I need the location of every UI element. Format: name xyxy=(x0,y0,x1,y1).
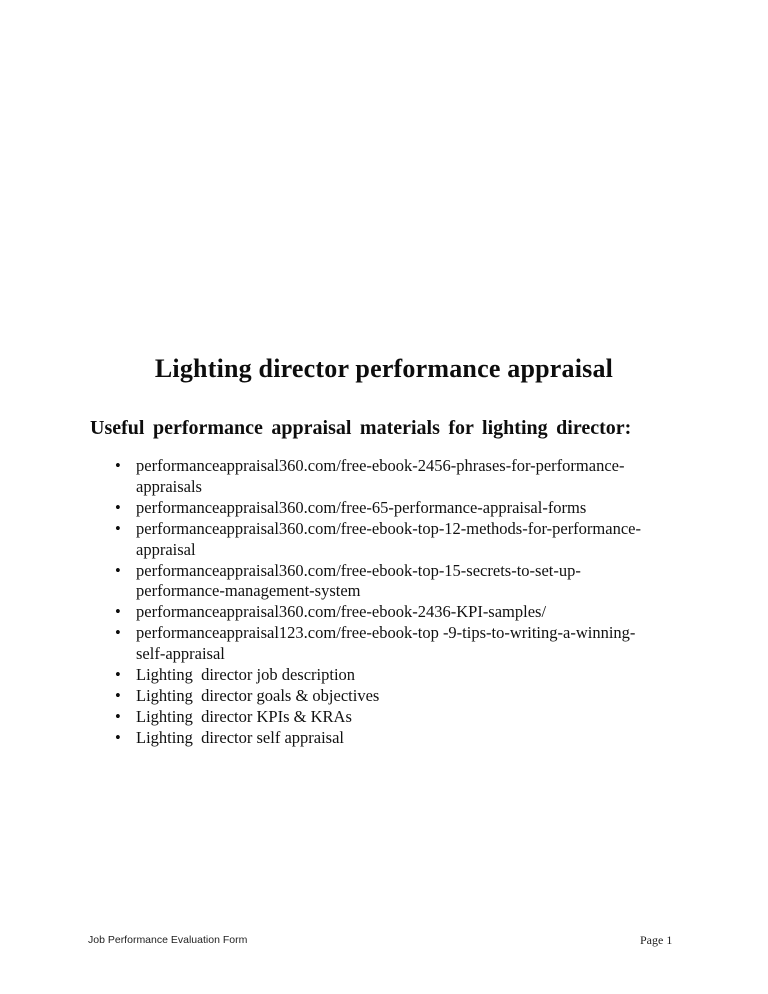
list-item: performanceappraisal360.com/free-ebook-t… xyxy=(115,518,696,561)
list-item-line: appraisal xyxy=(136,539,196,559)
list-item-line: performanceappraisal360.com/free-ebook-2… xyxy=(136,602,547,622)
list-item-line: performanceappraisal360.com/free-65-perf… xyxy=(136,497,587,517)
list-item-line: performance-management-system xyxy=(136,581,361,601)
list-item-line: Lighting director KPIs & KRAs xyxy=(136,706,352,726)
list-item-line: Lighting director self appraisal xyxy=(136,727,345,747)
list-item: performanceappraisal360.com/free-ebook-2… xyxy=(115,602,696,623)
list-item-line: Lighting director goals & objectives xyxy=(136,685,380,705)
list-item: Lighting director self appraisal xyxy=(115,727,696,749)
list-item: Lighting director job description xyxy=(115,665,696,686)
list-item-line: performanceappraisal360.com/free-ebook-t… xyxy=(136,518,641,538)
list-item-line: appraisals xyxy=(136,476,202,496)
bullet-list: performanceappraisal360.com/free-ebook-2… xyxy=(115,456,696,749)
list-item: performanceappraisal360.com/free-ebook-2… xyxy=(115,456,696,498)
footer-page-number: Page 1 xyxy=(640,933,673,947)
list-item: performanceappraisal123.com/free-ebook-t… xyxy=(115,623,696,665)
page-title: Lighting director performance appraisal xyxy=(154,354,614,383)
list-item-line: performanceappraisal123.com/free-ebook-t… xyxy=(136,623,636,643)
list-item-line: Lighting director job description xyxy=(136,665,356,685)
list-item-line: performanceappraisal360.com/free-ebook-t… xyxy=(136,560,581,580)
list-item: performanceappraisal360.com/free-ebook-t… xyxy=(115,560,696,603)
list-item: Lighting director KPIs & KRAs xyxy=(115,706,696,728)
footer-document-name: Job Performance Evaluation Form xyxy=(88,934,248,946)
list-item: Lighting director goals & objectives xyxy=(115,685,696,707)
list-item: performanceappraisal360.com/free-65-perf… xyxy=(115,497,696,519)
list-item-line: self-appraisal xyxy=(136,644,225,664)
section-heading: Useful performance appraisal materials f… xyxy=(90,417,632,439)
list-item-line: performanceappraisal360.com/free-ebook-2… xyxy=(136,456,625,475)
